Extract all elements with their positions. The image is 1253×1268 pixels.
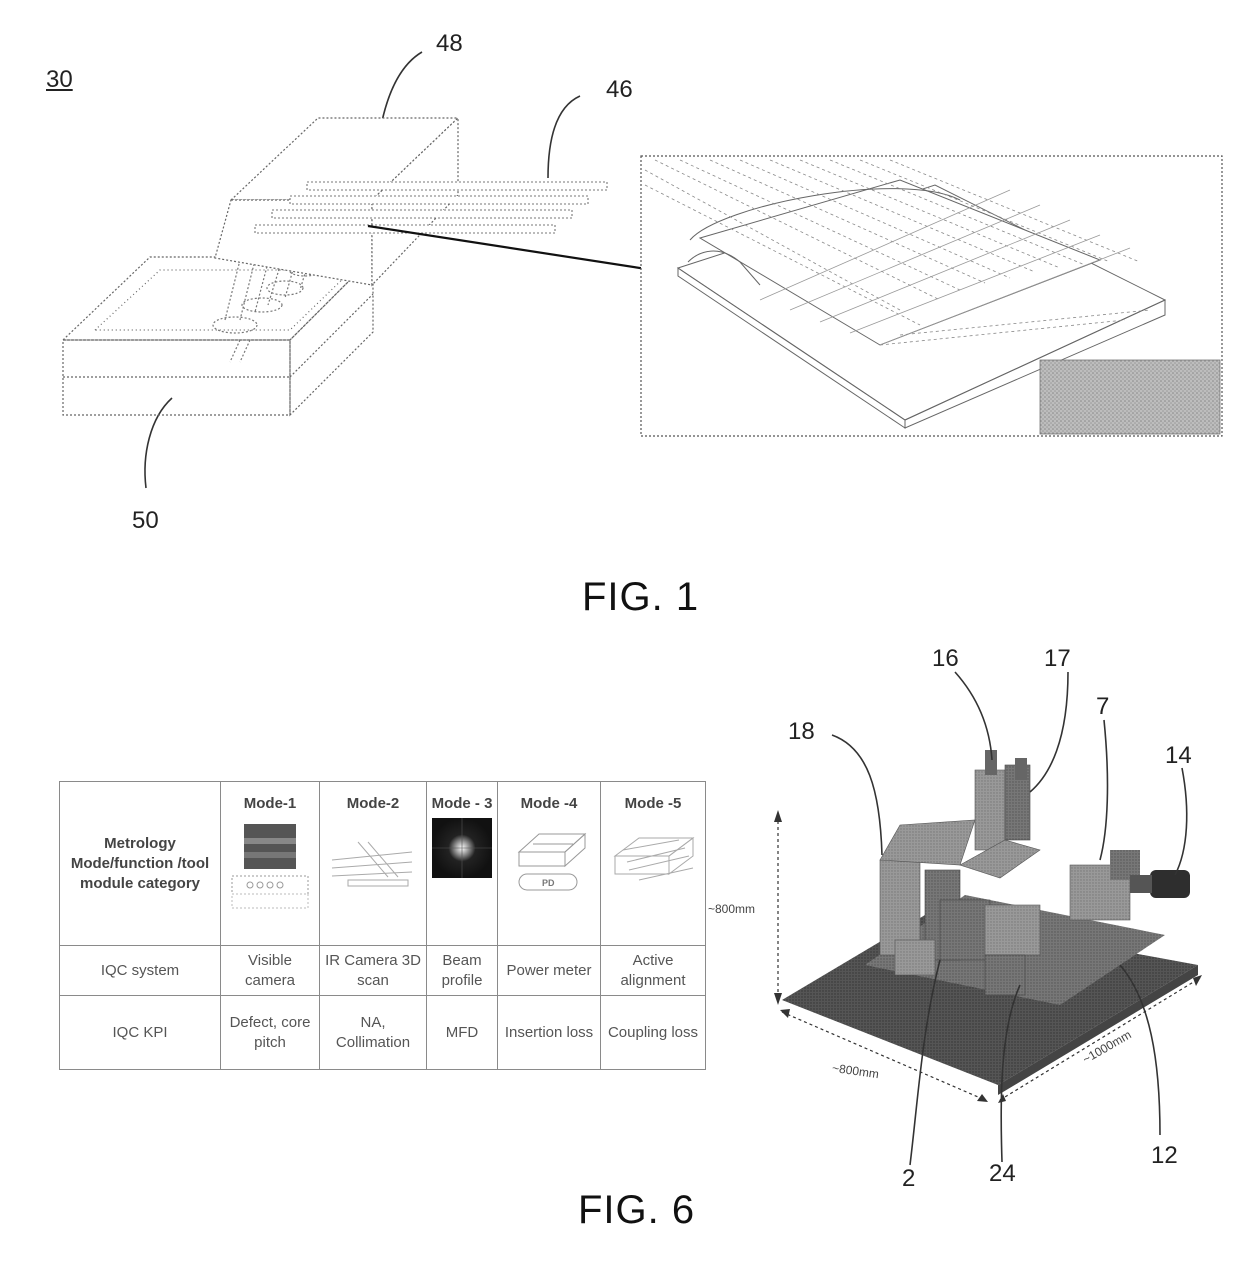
mode-1-header: Mode-1 bbox=[220, 781, 320, 946]
mode-5-kpi: Coupling loss bbox=[600, 995, 706, 1070]
leader-7 bbox=[1099, 719, 1109, 861]
dim-depth-label: ~1000mm bbox=[1080, 1027, 1134, 1067]
ref-24: 24 bbox=[989, 1160, 1016, 1187]
dim-height-label: ~800mm bbox=[708, 902, 756, 916]
leader-24 bbox=[1000, 984, 1021, 1163]
leader-2 bbox=[909, 959, 941, 1166]
ref-46: 46 bbox=[606, 76, 633, 103]
ref-50: 50 bbox=[132, 507, 159, 534]
visible-camera-thumbnail bbox=[231, 824, 309, 909]
ref-14: 14 bbox=[1165, 742, 1192, 769]
beam-profile-thumbnail bbox=[432, 818, 492, 878]
ir-camera-thumbnail bbox=[331, 841, 413, 887]
mode-5-label: Mode -5 bbox=[624, 795, 682, 812]
mode-5-system: Active alignment bbox=[600, 945, 706, 996]
mode-3-system: Beam profile bbox=[426, 945, 498, 996]
mode-2-kpi: NA, Collimation bbox=[319, 995, 427, 1070]
leader-14 bbox=[1174, 767, 1188, 876]
mode-2-header: Mode-2 bbox=[319, 781, 427, 946]
mode-1-system: Visible camera bbox=[220, 945, 320, 996]
inset-grooves bbox=[759, 189, 1131, 346]
ref-7: 7 bbox=[1096, 693, 1110, 720]
machine-base bbox=[782, 915, 1198, 1085]
ref-17: 17 bbox=[1044, 645, 1071, 672]
leader-46 bbox=[547, 95, 581, 179]
fig6-caption: FIG. 6 bbox=[578, 1188, 696, 1232]
ref-48: 48 bbox=[436, 30, 463, 57]
mode-4-header: Mode -4 PD bbox=[497, 781, 601, 946]
leader-18 bbox=[831, 734, 883, 856]
power-meter-thumbnail: PD bbox=[517, 832, 587, 891]
inset-micrograph bbox=[1039, 359, 1221, 435]
dim-width-label: ~800mm bbox=[831, 1060, 880, 1082]
ref-30: 30 bbox=[46, 66, 73, 93]
mode-4-kpi: Insertion loss bbox=[497, 995, 601, 1070]
bottom-block bbox=[61, 255, 375, 417]
mode-1-label: Mode-1 bbox=[243, 795, 297, 812]
category-header: Metrology Mode/function /tool module cat… bbox=[59, 781, 221, 946]
row-label-iqc-kpi: IQC KPI bbox=[59, 995, 221, 1070]
mode-3-kpi: MFD bbox=[426, 995, 498, 1070]
ref-2: 2 bbox=[902, 1165, 916, 1192]
pd-label: PD bbox=[542, 878, 555, 888]
mode-3-header: Mode - 3 bbox=[426, 781, 498, 946]
row-label-iqc-system: IQC system bbox=[59, 945, 221, 996]
fig1-drawing bbox=[61, 51, 1223, 489]
leader-12 bbox=[1119, 964, 1161, 1136]
iqc-metrology-table: Metrology Mode/function /tool module cat… bbox=[59, 781, 706, 1070]
mode-5-header: Mode -5 bbox=[600, 781, 706, 946]
leader-16 bbox=[954, 671, 993, 761]
fiber-ribbon bbox=[254, 181, 608, 234]
machine-deck bbox=[865, 895, 1165, 1005]
mode-3-label: Mode - 3 bbox=[431, 795, 493, 812]
width-dim-line bbox=[781, 1011, 986, 1101]
depth-dim-line bbox=[999, 977, 1201, 1101]
leader-50 bbox=[144, 397, 173, 489]
ref-16: 16 bbox=[932, 645, 959, 672]
ref-12: 12 bbox=[1151, 1142, 1178, 1169]
mode-4-system: Power meter bbox=[497, 945, 601, 996]
mode-2-system: IR Camera 3D scan bbox=[319, 945, 427, 996]
active-alignment-thumbnail bbox=[613, 837, 695, 881]
mode-2-label: Mode-2 bbox=[346, 795, 400, 812]
fig1-caption: FIG. 1 bbox=[582, 575, 700, 619]
inset-fibers bbox=[644, 159, 1151, 346]
ref-18: 18 bbox=[788, 718, 815, 745]
leader-17 bbox=[1029, 671, 1069, 793]
mode-4-label: Mode -4 bbox=[520, 795, 578, 812]
mode-1-kpi: Defect, core pitch bbox=[220, 995, 320, 1070]
